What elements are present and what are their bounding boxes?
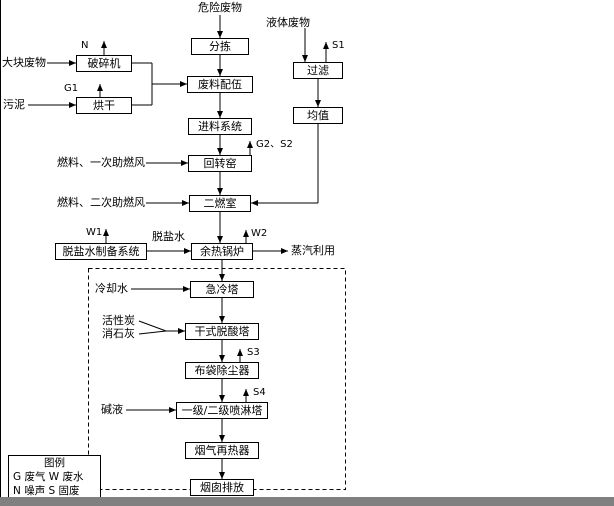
node-quench-tower: 急冷塔 bbox=[190, 281, 254, 298]
tag-g2-s2: G2、S2 bbox=[256, 139, 293, 150]
tag-solid-s3: S3 bbox=[247, 347, 260, 358]
node-bag-filter: 布袋除尘器 bbox=[185, 362, 259, 379]
node-crusher: 破碎机 bbox=[76, 55, 132, 72]
node-rotary-kiln: 回转窑 bbox=[188, 155, 252, 172]
tag-solid-s4: S4 bbox=[253, 387, 266, 398]
label-alkali-liquor: 碱液 bbox=[101, 403, 123, 416]
node-flue-gas-reheater: 烟气再热器 bbox=[185, 442, 259, 459]
label-slaked-lime: 消石灰 bbox=[102, 327, 135, 340]
tag-water-w1: W1 bbox=[86, 227, 103, 238]
label-fuel-secondary-air: 燃料、二次助燃风 bbox=[57, 196, 145, 209]
node-stack-emission: 烟囱排放 bbox=[190, 479, 254, 496]
node-secondary-combustion: 二燃室 bbox=[189, 195, 251, 212]
label-activated-carbon: 活性炭 bbox=[102, 314, 135, 327]
label-liquid-waste: 液体废物 bbox=[266, 16, 310, 29]
label-cooling-water: 冷却水 bbox=[95, 282, 128, 295]
legend-row-gas-water: G 废气 W 废水 bbox=[13, 471, 84, 483]
tag-solid-s1: S1 bbox=[332, 40, 345, 51]
label-hazardous-waste: 危险废物 bbox=[198, 1, 242, 14]
label-sludge: 污泥 bbox=[3, 98, 25, 111]
flue-gas-treatment-dashed-boundary bbox=[88, 268, 346, 490]
node-demin-water-system: 脱盐水制备系统 bbox=[55, 243, 147, 260]
node-feeding-system: 进料系统 bbox=[188, 118, 252, 135]
tag-gas-g1: G1 bbox=[64, 83, 79, 94]
tag-noise-n: N bbox=[81, 40, 89, 51]
legend-row-noise-solid: N 噪声 S 固废 bbox=[13, 485, 80, 497]
node-waste-heat-boiler: 余热锅炉 bbox=[191, 243, 253, 260]
legend-box: 图例 G 废气 W 废水 N 噪声 S 固废 bbox=[8, 455, 101, 500]
label-steam-use: 蒸汽利用 bbox=[291, 244, 335, 257]
tag-water-w2: W2 bbox=[251, 228, 268, 239]
node-spray-tower: 一级/二级喷淋塔 bbox=[176, 402, 268, 419]
node-dryer: 烘干 bbox=[76, 97, 132, 114]
label-bulk-waste: 大块废物 bbox=[2, 56, 46, 69]
label-demin-water: 脱盐水 bbox=[152, 230, 185, 243]
legend-title: 图例 bbox=[44, 457, 65, 469]
node-waste-blending: 废料配伍 bbox=[187, 76, 253, 93]
node-dry-deacid-tower: 干式脱酸塔 bbox=[185, 323, 259, 340]
page-bottom-edge bbox=[0, 497, 614, 506]
node-filter: 过滤 bbox=[293, 62, 343, 79]
label-fuel-primary-air: 燃料、一次助燃风 bbox=[57, 156, 145, 169]
node-homogenizer: 均值 bbox=[293, 107, 343, 124]
node-sorting: 分拣 bbox=[191, 38, 249, 55]
connectors bbox=[28, 15, 329, 479]
page-left-border bbox=[0, 0, 1, 497]
